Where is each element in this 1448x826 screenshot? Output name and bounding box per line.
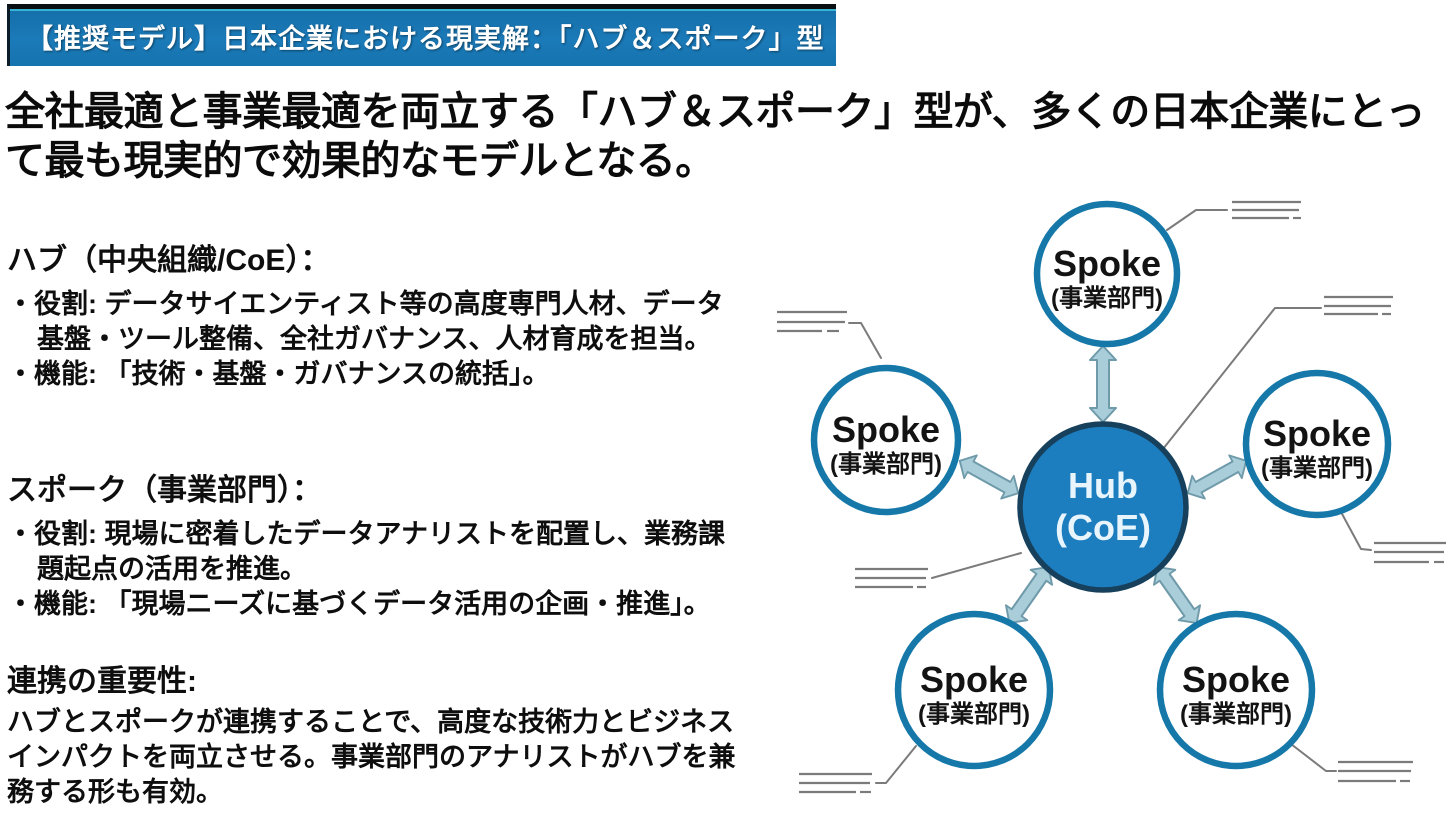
spoke-right-circle [1242,369,1392,519]
spoke-bottom-right-circle [1156,610,1316,770]
arrow-hub-right-spoke [1180,448,1254,506]
callout-hub-lower-left [855,552,1022,589]
section-collaboration-title: 連携の重要性: [7,665,197,698]
section-spoke: スポーク（事業部門）： ・役割: 現場に密着したデータアナリストを配置し、業務課… [7,472,749,622]
spoke-right: Spoke (事業部門) [1242,369,1392,519]
hub-circle [1017,421,1189,593]
section-spoke-bullets: ・役割: 現場に密着したデータアナリストを配置し、業務課題起点の活用を推進。 ・… [7,517,749,622]
callout-bottom-left [799,745,917,794]
bullet-spoke-function: ・機能: 「現場ニーズに基づくデータ活用の企画・推進」。 [7,588,711,619]
spoke-top-circle [1033,200,1181,348]
spoke-bottom-left-sublabel: (事業部門) [918,700,1030,728]
spoke-bottom-right: Spoke (事業部門) [1156,610,1316,770]
bullet-hub-role: ・役割: データサイエンティスト等の高度専門人材、データ基盤・ツール整備、全社ガ… [7,288,724,354]
callout-left [777,310,882,359]
callout-bottom-right [1290,743,1413,783]
spoke-bottom-left-circle [894,610,1054,770]
spoke-bottom-left-label: Spoke [920,659,1028,700]
slide-badge-label: 【推奨モデル】日本企業における現実解：「ハブ＆スポーク」型 [26,24,825,54]
hub-label: Hub [1068,465,1138,506]
spoke-left-sublabel: (事業部門) [830,450,942,478]
bullet-hub-function: ・機能: 「技術・基盤・ガバナンスの統括」。 [7,358,550,389]
slide-headline: 全社最適と事業最適を両立する「ハブ＆スポーク」型が、多くの日本企業にとって最も現… [5,90,1426,183]
hub-sublabel: (CoE) [1055,507,1151,548]
section-collaboration-body: ハブとスポークが連携することで、高度な技術力とビジネスインパクトを両立させる。事… [7,706,736,807]
bullet-spoke-role: ・役割: 現場に密着したデータアナリストを配置し、業務課題起点の活用を推進。 [7,518,725,584]
spoke-top-sublabel: (事業部門) [1051,284,1163,312]
spoke-top: Spoke (事業部門) [1033,200,1181,348]
spoke-top-label: Spoke [1053,243,1161,284]
hub-spoke-diagram: Spoke (事業部門) Spoke (事業部門) Spoke (事業部門) S… [777,200,1446,794]
spoke-right-sublabel: (事業部門) [1261,454,1373,482]
section-hub-title: ハブ（中央組織/CoE）： [7,244,331,277]
arrow-hub-left-spoke [952,448,1026,506]
spoke-right-label: Spoke [1263,413,1371,454]
arrow-hub-top-spoke [1089,345,1117,423]
section-hub-bullets: ・役割: データサイエンティスト等の高度専門人材、データ基盤・ツール整備、全社ガ… [7,287,749,392]
section-hub: ハブ（中央組織/CoE）： ・役割: データサイエンティスト等の高度専門人材、デ… [7,242,749,392]
callout-top-right [1166,200,1301,231]
callout-right-upper [1162,295,1393,450]
section-collaboration: 連携の重要性: ハブとスポークが連携することで、高度な技術力とビジネスインパクト… [7,663,749,810]
spoke-bottom-right-sublabel: (事業部門) [1180,700,1292,728]
section-spoke-title: スポーク（事業部門）： [7,474,322,507]
hub: Hub (CoE) [1017,421,1189,593]
callout-right-lower [1340,511,1446,564]
spoke-bottom-left: Spoke (事業部門) [894,610,1054,770]
spoke-left-label: Spoke [832,409,940,450]
spoke-bottom-right-label: Spoke [1182,659,1290,700]
slide-badge: 【推奨モデル】日本企業における現実解：「ハブ＆スポーク」型 [7,4,836,66]
spoke-left: Spoke (事業部門) [810,364,962,516]
spoke-left-circle [810,364,962,516]
